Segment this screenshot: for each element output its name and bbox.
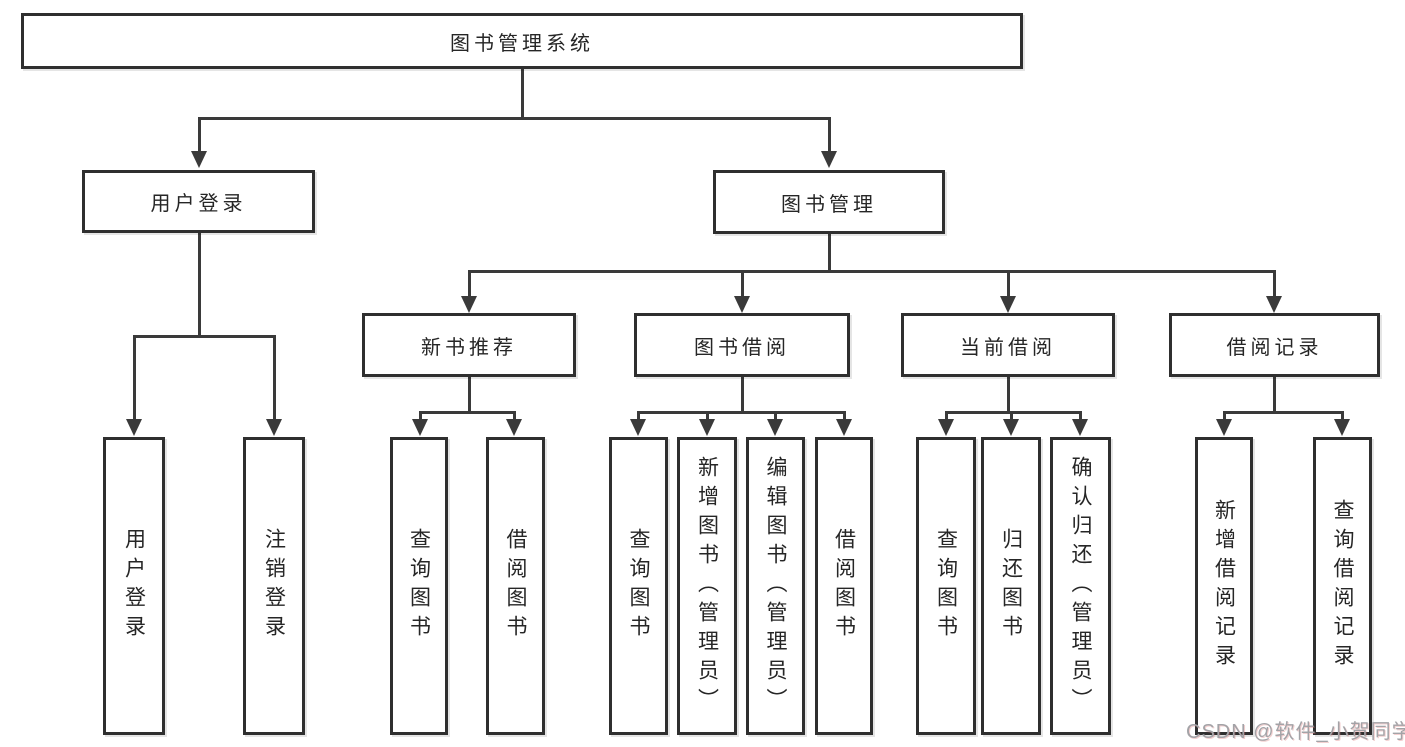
node-new-book-recommend: 新书推荐: [362, 313, 576, 377]
node-new-book-recommend-label: 新书推荐: [421, 336, 517, 359]
leaf-borrow-borrow-books: 借阅图书: [815, 437, 873, 735]
node-book-borrow: 图书借阅: [634, 313, 850, 377]
connector-line: [945, 411, 948, 421]
connector-line: [513, 411, 516, 421]
arrow-down-icon: [821, 151, 837, 168]
connector-line: [198, 117, 201, 153]
connector-line: [468, 270, 1275, 273]
leaf-add-books-admin: 新增图书（管理员）: [677, 437, 737, 735]
connector-line: [843, 411, 846, 421]
connector-line: [706, 411, 709, 421]
connector-line: [1007, 377, 1010, 411]
leaf-user-login: 用户登录: [103, 437, 165, 735]
node-book-management-label: 图书管理: [781, 193, 877, 216]
leaf-borrow-borrow-books-label: 借阅图书: [832, 528, 856, 644]
connector-line: [133, 335, 136, 421]
connector-line: [1273, 270, 1276, 297]
leaf-return-books-label: 归还图书: [999, 528, 1023, 644]
arrow-down-icon: [266, 419, 282, 436]
connector-line: [828, 117, 831, 153]
connector-line: [1223, 411, 1343, 414]
connector-line: [637, 411, 845, 414]
leaf-user-login-label: 用户登录: [122, 528, 146, 644]
arrow-down-icon: [412, 419, 428, 436]
arrow-down-icon: [506, 419, 522, 436]
arrow-down-icon: [1216, 419, 1232, 436]
node-borrow-records-label: 借阅记录: [1226, 336, 1323, 359]
leaf-query-borrow-record-label: 查询借阅记录: [1331, 499, 1354, 673]
node-book-management: 图书管理: [713, 170, 945, 234]
arrow-down-icon: [1266, 296, 1282, 313]
arrow-down-icon: [1003, 419, 1019, 436]
arrow-down-icon: [191, 151, 207, 168]
leaf-logout-label: 注销登录: [262, 528, 286, 644]
leaf-add-books-admin-label: 新增图书（管理员）: [695, 455, 719, 717]
csdn-watermark: CSDN @软件_小贺同学: [1186, 721, 1405, 743]
connector-line: [1223, 411, 1226, 421]
connector-line: [273, 335, 276, 421]
arrow-down-icon: [699, 419, 715, 436]
leaf-confirm-return-admin-label: 确认归还（管理员）: [1069, 455, 1092, 717]
node-user-login-label: 用户登录: [150, 193, 247, 215]
connector-line: [419, 411, 422, 421]
arrow-down-icon: [630, 419, 646, 436]
leaf-add-borrow-record: 新增借阅记录: [1195, 437, 1253, 735]
leaf-confirm-return-admin: 确认归还（管理员）: [1050, 437, 1111, 735]
arrow-down-icon: [1072, 419, 1088, 436]
leaf-query-borrow-record: 查询借阅记录: [1313, 437, 1372, 735]
leaf-edit-books-admin: 编辑图书（管理员）: [746, 437, 805, 735]
connector-line: [468, 270, 471, 297]
node-user-login: 用户登录: [82, 170, 315, 233]
arrow-down-icon: [1000, 296, 1016, 313]
connector-line: [419, 411, 515, 414]
node-borrow-records: 借阅记录: [1169, 313, 1380, 377]
connector-line: [1273, 377, 1276, 411]
arrow-down-icon: [938, 419, 954, 436]
leaf-logout: 注销登录: [243, 437, 305, 735]
arrow-down-icon: [767, 419, 783, 436]
leaf-return-books: 归还图书: [981, 437, 1041, 735]
leaf-newbook-query-books-label: 查询图书: [407, 528, 431, 644]
connector-line: [1341, 411, 1344, 421]
connector-line: [741, 270, 744, 297]
connector-line: [1079, 411, 1082, 421]
connector-line: [1010, 411, 1013, 421]
connector-line: [945, 411, 1081, 414]
arrow-down-icon: [734, 296, 750, 313]
leaf-newbook-query-books: 查询图书: [390, 437, 448, 735]
node-book-borrow-label: 图书借阅: [694, 336, 790, 359]
connector-line: [1007, 270, 1010, 297]
leaf-edit-books-admin-label: 编辑图书（管理员）: [764, 455, 787, 717]
arrow-down-icon: [836, 419, 852, 436]
node-root-label: 图书管理系统: [450, 32, 594, 55]
leaf-current-query-books-label: 查询图书: [934, 528, 958, 644]
arrow-down-icon: [1334, 419, 1350, 436]
connector-line: [198, 233, 201, 335]
connector-line: [741, 377, 744, 411]
node-root: 图书管理系统: [21, 13, 1023, 69]
node-current-borrow-label: 当前借阅: [960, 336, 1056, 359]
leaf-newbook-borrow-books-label: 借阅图书: [504, 528, 527, 644]
connector-line: [521, 69, 524, 117]
connector-line: [774, 411, 777, 421]
leaf-current-query-books: 查询图书: [916, 437, 976, 735]
connector-line: [468, 377, 471, 411]
leaf-newbook-borrow-books: 借阅图书: [486, 437, 545, 735]
leaf-add-borrow-record-label: 新增借阅记录: [1212, 499, 1236, 673]
leaf-borrow-query-books: 查询图书: [609, 437, 668, 735]
connector-line: [828, 234, 831, 270]
arrow-down-icon: [461, 296, 477, 313]
node-current-borrow: 当前借阅: [901, 313, 1115, 377]
leaf-borrow-query-books-label: 查询图书: [627, 528, 650, 644]
arrow-down-icon: [126, 419, 142, 436]
connector-line: [198, 117, 830, 120]
connector-line: [637, 411, 640, 421]
connector-line: [133, 335, 275, 338]
